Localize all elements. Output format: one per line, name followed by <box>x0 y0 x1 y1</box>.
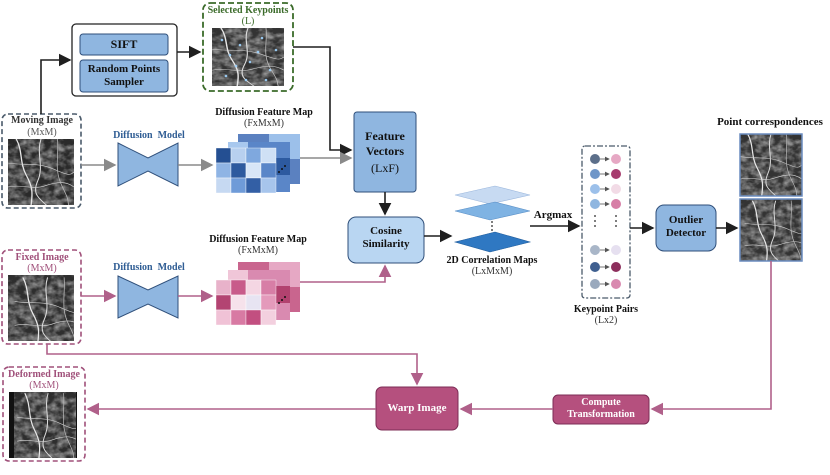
keypoint-pair <box>590 262 621 272</box>
deformed-image-title: Deformed Image <box>8 369 80 380</box>
fixed-image-frame <box>1 249 82 345</box>
outlier-label-2: Detector <box>665 227 707 239</box>
featuremap-to-cosine-arrow <box>300 264 392 283</box>
correlation-title: 2D Correlation Maps <box>446 255 538 266</box>
cosine-label-1: Cosine <box>370 225 402 237</box>
diffusion-feature-map-bottom <box>215 262 300 326</box>
diffusion-model-top-label: Diffusion Model <box>113 130 185 141</box>
diffusion-feature-map-top <box>215 134 300 194</box>
diffusion-model-bottom <box>117 275 179 319</box>
keypoint-pair <box>590 245 621 255</box>
keypoint-pair <box>590 199 621 209</box>
sift-label: SIFT <box>110 37 138 51</box>
compute-label-1: Compute <box>581 397 621 408</box>
correlation-maps <box>453 185 532 253</box>
selected-keypoints-image <box>212 28 284 86</box>
selected-keypoints-frame <box>202 2 294 92</box>
keypoints-to-features-arrow <box>293 46 353 157</box>
feature-map-bottom-dim: (FxMxM) <box>237 245 278 256</box>
correspondence-image-top <box>739 133 803 197</box>
keypoint-pairs-frame <box>581 145 631 299</box>
correspondence-image-bottom <box>739 198 803 262</box>
fixed-to-warp-arrow <box>46 344 424 386</box>
keypoint-pairs-list <box>590 154 621 289</box>
keypoint-pairs-title: Keypoint Pairs <box>573 304 639 315</box>
selected-keypoints-title: Selected Keypoints <box>207 5 289 16</box>
random-points-sampler-block <box>79 59 169 93</box>
feature-vectors-dim: (LxF) <box>371 161 399 175</box>
fixed-image <box>8 275 74 341</box>
sampler-label-2: Sampler <box>104 76 144 88</box>
argmax-label: Argmax <box>533 209 573 221</box>
diffusion-model-top <box>117 142 179 187</box>
moving-to-detector-arrow <box>40 53 72 114</box>
fixed-image-title: Fixed Image <box>15 252 69 263</box>
keypoint-pair <box>590 279 621 289</box>
deformed-image-frame <box>2 366 86 462</box>
cosine-similarity-block <box>347 216 425 264</box>
keypoint-pairs-dim: (Lx2) <box>594 315 618 326</box>
sampler-label-1: Random Points <box>87 63 161 75</box>
point-correspondences-title: Point correspondences <box>717 116 823 128</box>
keypoint-pair <box>590 169 621 179</box>
feature-vectors-label-2: Vectors <box>365 144 405 158</box>
feature-map-top-title: Diffusion Feature Map <box>215 107 313 118</box>
selected-keypoints-dim: (L) <box>241 16 255 27</box>
feature-vectors-label-1: Feature <box>365 129 405 143</box>
moving-image-dim: (MxM) <box>27 127 57 138</box>
diffusion-model-bottom-label: Diffusion Model <box>113 262 185 273</box>
deformed-image <box>9 392 77 458</box>
keypoint-pair <box>590 154 621 164</box>
warp-image-label: Warp Image <box>387 402 447 414</box>
keypoint-pair <box>590 184 621 194</box>
compute-label-2: Transformation <box>567 409 635 420</box>
correspondences-to-compute-arrow <box>650 261 772 416</box>
deformed-image-dim: (MxM) <box>29 380 59 391</box>
sift-block <box>79 33 169 56</box>
feature-map-top-dim: (FxMxM) <box>243 118 284 129</box>
feature-map-bottom-title: Diffusion Feature Map <box>209 234 307 245</box>
cosine-label-2: Similarity <box>362 238 410 250</box>
fixed-image-dim: (MxM) <box>27 263 57 274</box>
outlier-label-1: Outlier <box>668 214 704 226</box>
moving-image <box>8 139 74 205</box>
correlation-dim: (LxMxM) <box>471 266 513 277</box>
moving-image-title: Moving Image <box>11 115 73 126</box>
